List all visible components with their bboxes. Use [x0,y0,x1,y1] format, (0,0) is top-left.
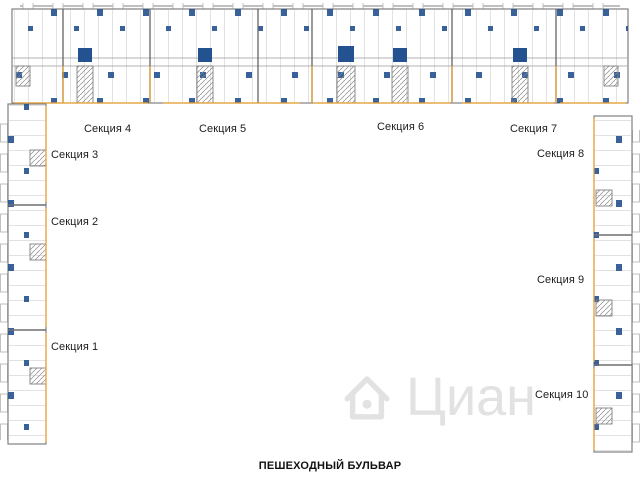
house-icon [344,376,390,420]
left-wing [0,103,47,445]
stair-core [29,149,47,385]
section-label-3: Секция 3 [51,149,99,161]
section-label-2: Секция 2 [51,216,99,228]
section-label-7: Секция 7 [510,123,558,135]
top-balconies [20,3,620,9]
section-outline-orange [14,66,626,104]
left-balconies [0,120,8,440]
top-building-band [11,3,629,104]
right-balconies [632,130,640,448]
stair-core [595,189,613,425]
section-label-6: Секция 6 [377,121,425,133]
section-label-4: Секция 4 [84,123,132,135]
section-label-10: Секция 10 [535,389,589,401]
stair-core [15,46,619,104]
watermark: Циан [340,370,536,424]
section-label-5: Секция 5 [199,123,247,135]
watermark-text: Циан [406,367,536,427]
section-label-9: Секция 9 [537,274,585,286]
boulevard-label: ПЕШЕХОДНЫЙ БУЛЬВАР [258,460,402,472]
section-label-8: Секция 8 [537,148,585,160]
section-label-1: Секция 1 [51,341,99,353]
right-wing [593,115,640,453]
